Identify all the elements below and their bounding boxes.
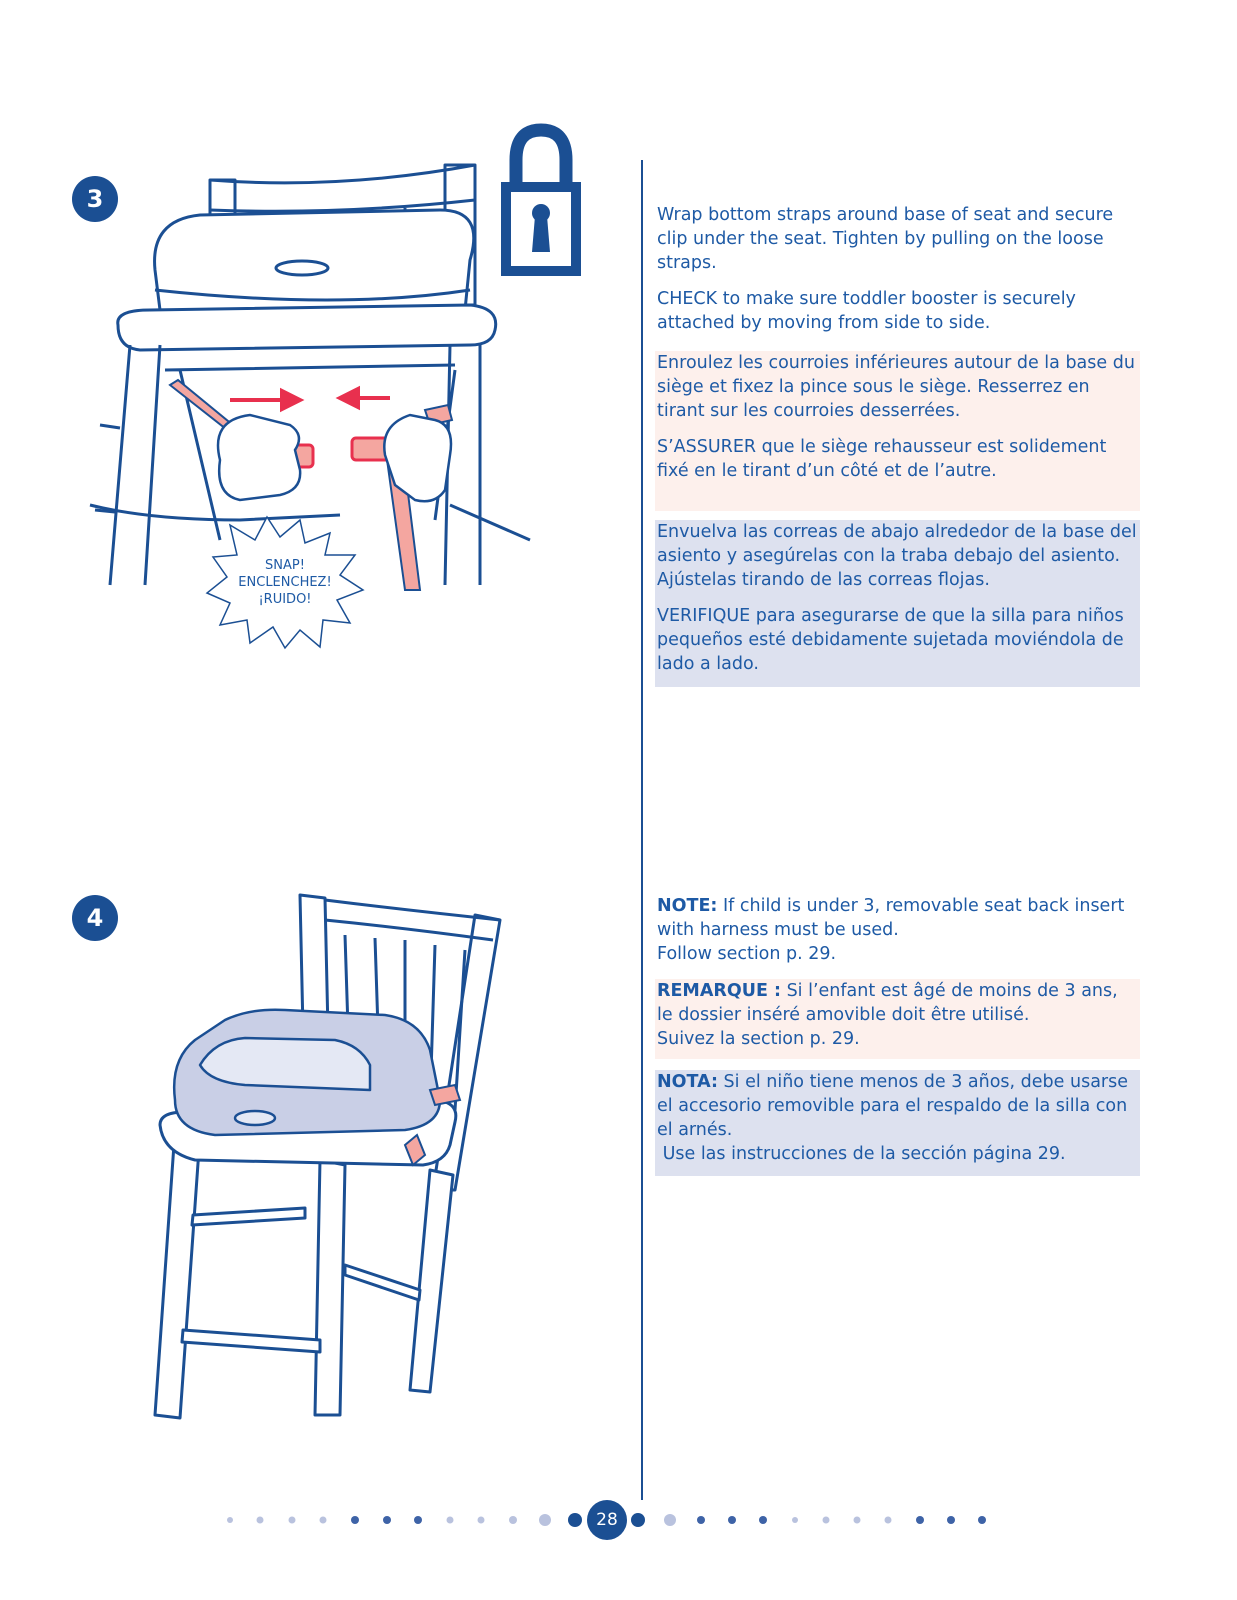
step-3-illustration: [89, 163, 531, 591]
step-4-fr-note-text: Si l’enfant est âgé de moins de 3 ans, l…: [657, 981, 1118, 1025]
step-4-fr-follow: Suivez la section p. 29.: [657, 1029, 860, 1049]
lock-icon: [501, 123, 581, 276]
step-3-french: Enroulez les courroies inférieures autou…: [655, 351, 1140, 511]
step-3-fr-paragraph-2: S’ASSURER que le siège rehausseur est so…: [657, 437, 1107, 481]
step-4-fr-note: REMARQUE : Si l’enfant est âgé de moins …: [655, 979, 1140, 1027]
page-number: 28: [587, 1500, 627, 1540]
step-3-en-paragraph-1: Wrap bottom straps around base of seat a…: [657, 205, 1114, 273]
step-4-es-note-label: NOTA:: [657, 1072, 718, 1092]
step-3-en-paragraph-2: CHECK to make sure toddler booster is se…: [657, 289, 1076, 333]
step-4-illustration: [153, 893, 502, 1420]
step-4-spanish-note: NOTA: Si el niño tiene menos de 3 años, …: [655, 1070, 1140, 1176]
step-4-number: 4: [86, 904, 104, 932]
snap-burst-icon: [205, 515, 365, 650]
snap-label-en: SNAP!: [265, 558, 305, 573]
step-4-es-follow: Use las instrucciones de la sección pági…: [657, 1144, 1066, 1164]
step-3-english: Wrap bottom straps around base of seat a…: [657, 203, 1137, 347]
step-4-en-note-label: NOTE:: [657, 896, 718, 916]
snap-label-es: ¡RUIDO!: [258, 592, 312, 607]
step-4-en-note-text: If child is under 3, removable seat back…: [657, 896, 1125, 940]
column-divider: [641, 160, 643, 1500]
step-3-es-paragraph-2: VERIFIQUE para asegurarse de que la sill…: [657, 606, 1124, 674]
step-4-en-follow: Follow section p. 29.: [657, 944, 837, 964]
page-number-text: 28: [596, 1510, 618, 1530]
footer-dot-rule: [227, 1513, 986, 1527]
step-4-badge: 4: [72, 895, 118, 941]
step-4-fr-note-label: REMARQUE :: [657, 981, 781, 1001]
step-4-en-note: NOTE: If child is under 3, removable sea…: [657, 894, 1137, 942]
step-3-es-paragraph-1: Envuelva las correas de abajo alrededor …: [657, 522, 1137, 590]
step-4-es-note-text: Si el niño tiene menos de 3 años, debe u…: [657, 1072, 1128, 1140]
step-3-spanish: Envuelva las correas de abajo alrededor …: [655, 520, 1140, 687]
snap-label-fr: ENCLENCHEZ!: [238, 575, 332, 590]
step-3-number: 3: [86, 185, 104, 213]
step-3-badge: 3: [72, 176, 118, 222]
snap-label: SNAP! ENCLENCHEZ! ¡RUIDO!: [225, 557, 345, 608]
step-4-es-note: NOTA: Si el niño tiene menos de 3 años, …: [655, 1070, 1140, 1142]
step-3-fr-paragraph-1: Enroulez les courroies inférieures autou…: [657, 353, 1135, 421]
step-4-english-note: NOTE: If child is under 3, removable sea…: [657, 894, 1137, 978]
step-4-french-note: REMARQUE : Si l’enfant est âgé de moins …: [655, 979, 1140, 1059]
